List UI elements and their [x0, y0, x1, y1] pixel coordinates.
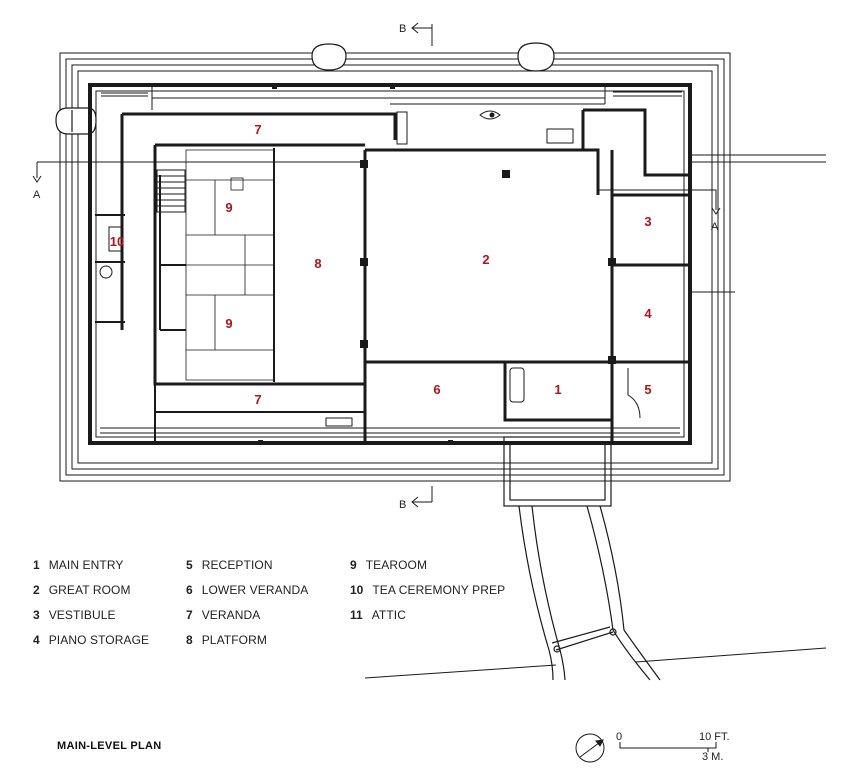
prep-fixtures [99, 226, 124, 279]
legend-item: 4 PIANO STORAGE [33, 632, 149, 657]
legend-label: VESTIBULE [48, 608, 116, 622]
section-lines [36, 24, 717, 503]
legend-item: 1 MAIN ENTRY [33, 557, 149, 582]
legend-label: RECEPTION [201, 558, 273, 572]
entry-landing [503, 436, 612, 507]
room-number-platform: 8 [314, 256, 321, 271]
legend-label: TEA CEREMONY PREP [372, 583, 506, 597]
legend-item: 3 VESTIBULE [33, 607, 149, 632]
room-number-tea-ceremony-prep: 10 [110, 234, 124, 249]
legend-number: 1 [33, 558, 40, 572]
legend-label: LOWER VERANDA [201, 583, 309, 597]
room-number-veranda-bottom: 7 [254, 392, 261, 407]
legend-column-1: 1 MAIN ENTRY 2 GREAT ROOM 3 VESTIBULE 4 PIAN… [33, 557, 149, 657]
ground-lines [364, 154, 827, 679]
legend-column-3: 9 TEAROOM 10 TEA CEREMONY PREP 11 ATTIC [350, 557, 505, 632]
legend-item: 8 PLATFORM [186, 632, 308, 657]
legend-item: 10 TEA CEREMONY PREP [350, 582, 505, 607]
room-number-veranda-top: 7 [254, 122, 261, 137]
room-number-vestibule: 3 [644, 214, 651, 229]
north-arrow-icon [575, 733, 605, 763]
room-number-great-room: 2 [482, 252, 489, 267]
legend-item: 7 VERANDA [186, 607, 308, 632]
entry-fixtures [325, 110, 641, 427]
stair [156, 169, 186, 213]
stepping-stones [55, 42, 555, 135]
room-number-tearoom-lower: 9 [225, 316, 232, 331]
wall-thin-lines [95, 86, 685, 438]
legend-number: 9 [350, 558, 357, 572]
columns [258, 84, 616, 445]
legend-number: 10 [350, 583, 364, 597]
section-mark-b-bottom: B [399, 499, 406, 511]
legend-number: 6 [186, 583, 193, 597]
legend-number: 5 [186, 558, 193, 572]
scale-meters-label: 3 M. [702, 751, 724, 763]
legend-item: 6 LOWER VERANDA [186, 582, 308, 607]
scale-zero-label: 0 [616, 731, 623, 743]
legend-label: TEAROOM [365, 558, 428, 572]
legend-label: PIANO STORAGE [48, 633, 150, 647]
interior-walls [120, 108, 690, 443]
legend: 1 MAIN ENTRY 2 GREAT ROOM 3 VESTIBULE 4 PIAN… [33, 557, 553, 657]
room-number-tearoom-upper: 9 [225, 200, 232, 215]
garden-path [518, 505, 661, 681]
legend-number: 4 [33, 633, 40, 647]
section-mark-a-left: A [33, 189, 41, 201]
legend-label: PLATFORM [201, 633, 267, 647]
deck-edge-lines [59, 52, 731, 482]
legend-item: 9 TEAROOM [350, 557, 505, 582]
legend-number: 7 [186, 608, 193, 622]
legend-number: 11 [350, 608, 363, 622]
plan-title: MAIN-LEVEL PLAN [57, 740, 162, 752]
legend-number: 2 [33, 583, 40, 597]
legend-label: MAIN ENTRY [48, 558, 124, 572]
legend-label: VERANDA [201, 608, 261, 622]
legend-column-2: 5 RECEPTION 6 LOWER VERANDA 7 VERANDA 8 PLAT… [186, 557, 308, 657]
section-mark-a-right: A [711, 221, 719, 233]
room-number-piano-storage: 4 [644, 306, 652, 321]
exterior-walls [88, 83, 692, 445]
legend-label: ATTIC [371, 608, 406, 622]
scale-feet-label: 10 FT. [699, 731, 730, 743]
room-number-reception: 5 [644, 382, 651, 397]
room-number-lower-veranda: 6 [433, 382, 440, 397]
section-mark-b-top: B [399, 23, 406, 35]
tatami-lines [185, 149, 275, 381]
scale-bar [619, 742, 717, 752]
room-number-main-entry: 1 [554, 382, 561, 397]
legend-item: 2 GREAT ROOM [33, 582, 149, 607]
legend-label: GREAT ROOM [48, 583, 131, 597]
legend-item: 5 RECEPTION [186, 557, 308, 582]
legend-number: 3 [33, 608, 40, 622]
legend-number: 8 [186, 633, 193, 647]
partition-walls [95, 148, 365, 443]
legend-item: 11 ATTIC [350, 607, 505, 632]
